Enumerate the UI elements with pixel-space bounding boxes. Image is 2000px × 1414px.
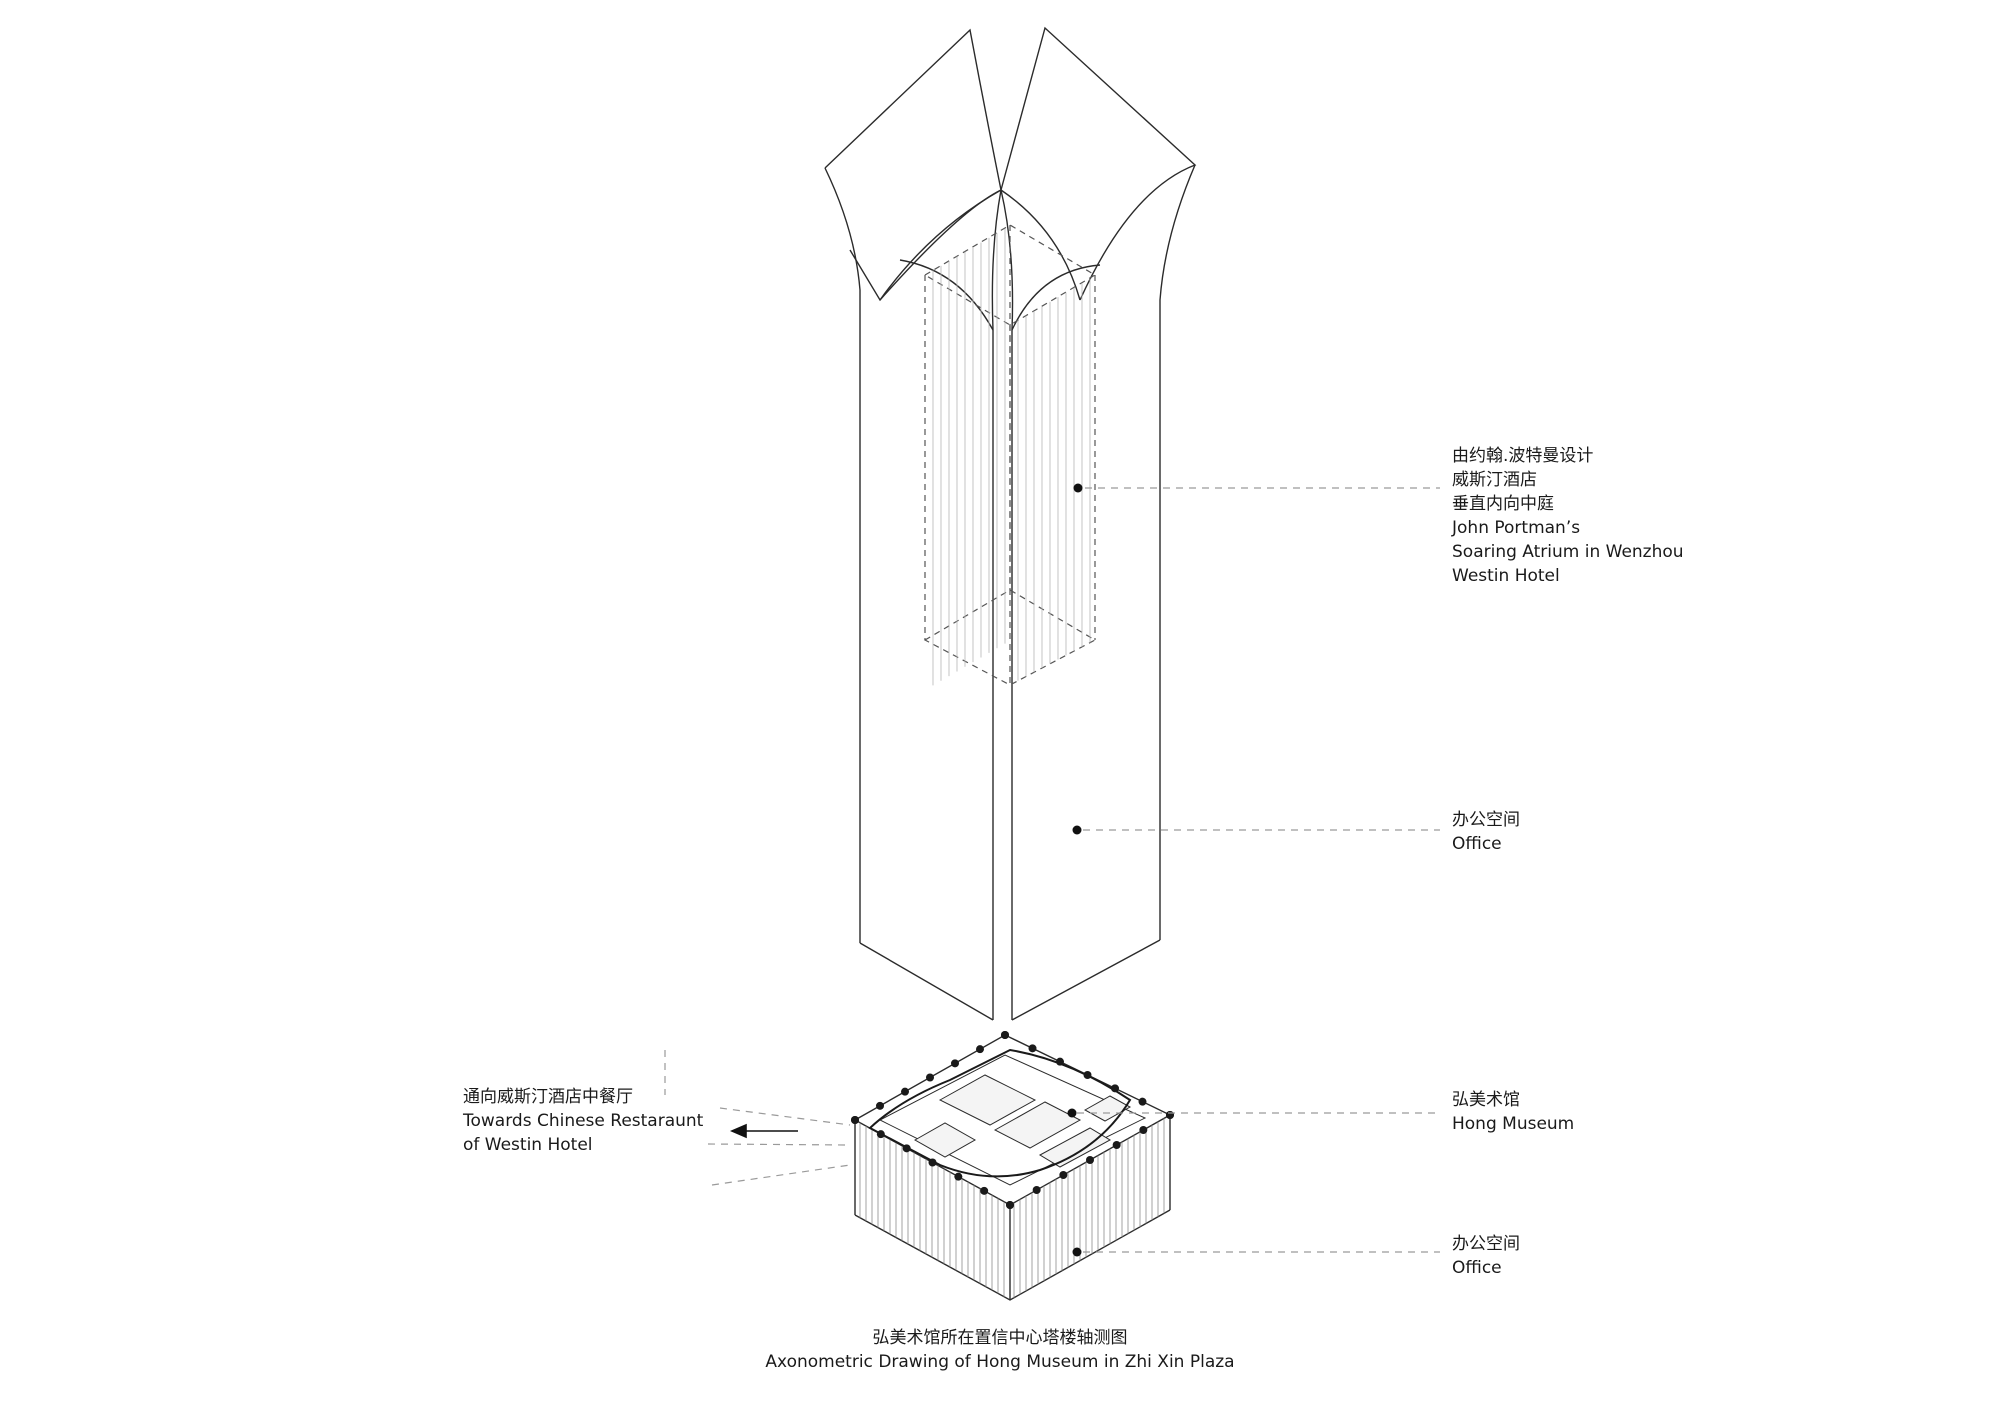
label-office-top: 办公空间 Office [1452,808,1520,856]
leader-lines [664,487,1440,1253]
restaurant-fan [707,1107,851,1186]
label-atrium-zh-2: 威斯汀酒店 [1452,470,1537,490]
tower-left-flare [824,167,861,943]
base-columns [851,1031,1174,1209]
leader-dots [1067,483,1083,1257]
column-dot [1059,1171,1068,1179]
column-dot [1166,1111,1174,1119]
column-dot [1086,1156,1094,1164]
column-dot [1138,1097,1147,1106]
column-dot [1006,1201,1014,1209]
tower-inner-left [879,189,1002,301]
column-dot [926,1073,934,1082]
label-atrium: 由约翰.波特曼设计 威斯汀酒店 垂直内向中庭 John Portman’s So… [1452,444,1684,588]
base-hatch [859,1118,1165,1298]
column-dot [951,1059,959,1068]
column-dot [902,1144,911,1153]
tower-right-flare [1159,164,1196,940]
tower-center-edge [1000,189,1014,1020]
column-dot [1139,1126,1148,1134]
label-atrium-en-3: Westin Hotel [1452,566,1560,586]
label-office-bottom-en: Office [1452,1258,1502,1278]
column-dot [1112,1141,1121,1149]
column-dot [1032,1186,1041,1194]
label-office-top-zh: 办公空间 [1452,810,1520,830]
column-dot [1028,1044,1037,1053]
column-dot [1083,1071,1092,1079]
label-office-top-en: Office [1452,834,1502,854]
museum-curve [868,1048,1132,1178]
column-dot [928,1158,937,1167]
label-museum-en: Hong Museum [1452,1114,1575,1134]
label-atrium-en-2: Soaring Atrium in Wenzhou [1452,542,1684,562]
column-dot [976,1045,984,1054]
dot-museum [1067,1108,1077,1118]
drawing-caption: 弘美术馆所在置信中心塔楼轴测图 Axonometric Drawing of H… [0,1326,2000,1374]
tower-bottom-right [1011,939,1161,1021]
tower-center-edge-2 [991,189,1002,1020]
label-museum: 弘美术馆 Hong Museum [1452,1088,1574,1136]
atrium-box [923,224,1097,686]
label-restaurant: 通向威斯汀酒店中餐厅 Towards Chinese Restaraunt of… [463,1085,703,1157]
label-restaurant-zh: 通向威斯汀酒店中餐厅 [463,1087,633,1107]
label-atrium-zh-3: 垂直内向中庭 [1452,494,1554,514]
label-museum-zh: 弘美术馆 [1452,1090,1520,1110]
column-dot [1001,1031,1009,1039]
column-dot [901,1087,909,1096]
label-atrium-zh-1: 由约翰.波特曼设计 [1452,446,1594,466]
atrium-hatch [932,228,1091,686]
label-office-bottom: 办公空间 Office [1452,1232,1520,1280]
label-office-bottom-zh: 办公空间 [1452,1234,1520,1254]
tower-inner-right-2 [1011,264,1101,331]
dot-office-bottom [1072,1247,1082,1257]
column-dot [1111,1084,1119,1093]
dot-office-top [1072,825,1082,835]
column-dot [876,1130,885,1139]
tower [824,26,1197,1021]
column-dot [954,1172,963,1181]
dot-atrium [1073,483,1083,493]
column-dot [980,1186,989,1195]
label-restaurant-en-1: Towards Chinese Restaraunt [463,1111,704,1131]
column-dot [851,1116,859,1124]
base-inner [878,1054,1147,1186]
tower-inner-right [1000,189,1081,301]
caption-zh: 弘美术馆所在置信中心塔楼轴测图 [872,1328,1128,1348]
restaurant-arrow [729,1123,798,1139]
label-atrium-en-1: John Portman’s [1452,518,1581,538]
caption-en: Axonometric Drawing of Hong Museum in Zh… [765,1352,1235,1372]
tower-inner-left-2 [899,259,994,331]
tower-bottom-left [859,942,994,1021]
label-restaurant-en-2: of Westin Hotel [463,1135,593,1155]
column-dot [1056,1057,1064,1066]
column-dot [876,1101,884,1110]
museum-interior [913,1074,1132,1168]
